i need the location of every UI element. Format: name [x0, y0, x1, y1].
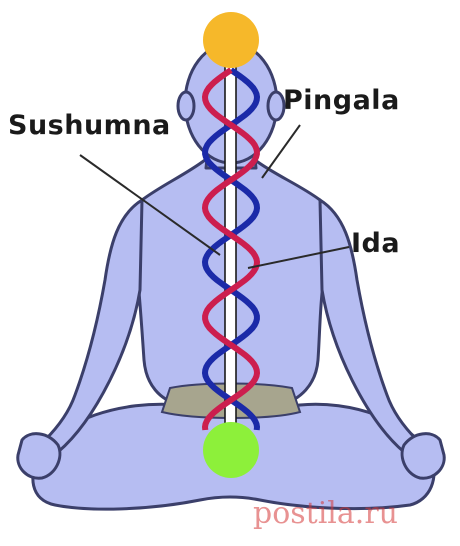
pingala-channel [201, 67, 261, 431]
sushumna-label: Sushumna [8, 110, 171, 141]
ida-leader-line [247, 246, 350, 269]
sushumna-leader-line [79, 154, 221, 256]
ida-label: Ida [351, 228, 401, 259]
meditating-figure [16, 41, 446, 511]
crown-chakra [203, 12, 259, 68]
watermark-logo: postila.ru [253, 496, 398, 531]
pingala-leader-line [261, 124, 301, 179]
pingala-label: Pingala [283, 85, 400, 116]
root-chakra [203, 422, 259, 478]
